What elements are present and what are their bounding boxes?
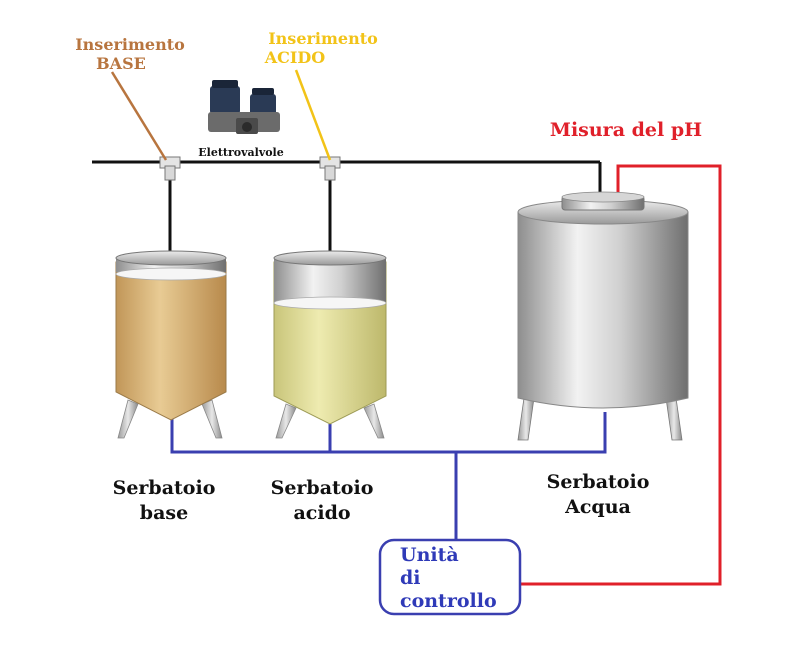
acid-tank bbox=[273, 250, 387, 439]
acid-insert-label-line2: ACIDO bbox=[264, 48, 326, 67]
base-insert-arrow bbox=[110, 71, 168, 161]
water-tank bbox=[517, 191, 689, 441]
ph-measure-wire bbox=[520, 164, 722, 586]
control-bus-wire bbox=[170, 412, 607, 454]
ph-measure-label: Misura del pH bbox=[550, 119, 702, 141]
control-unit-label-line2: di bbox=[400, 567, 421, 589]
control-unit-box bbox=[378, 538, 522, 616]
acid-insert-arrow bbox=[294, 69, 332, 161]
acid-insert-label-line1: Inserimento bbox=[268, 29, 378, 48]
tank-acid-label-line2: acido bbox=[293, 502, 350, 524]
base-insert-label-line1: Inserimento bbox=[75, 35, 185, 54]
solenoid-valve-icon bbox=[208, 80, 280, 134]
base-insert-label-line2: BASE bbox=[96, 54, 146, 73]
control-unit-label-line3: controllo bbox=[400, 590, 497, 612]
acid-t-fitting bbox=[319, 156, 341, 181]
valves-label: Elettrovalvole bbox=[198, 146, 283, 159]
tank-base-label-line1: Serbatoio bbox=[113, 477, 216, 499]
control-unit-label-line1: Unità bbox=[400, 544, 459, 566]
tank-acid-label-line1: Serbatoio bbox=[271, 477, 374, 499]
tank-water-label-line1: Serbatoio bbox=[547, 471, 650, 493]
base-tank bbox=[115, 250, 227, 439]
base-t-fitting bbox=[159, 156, 181, 181]
tank-base-label-line2: base bbox=[140, 502, 188, 524]
tank-water-label-line2: Acqua bbox=[564, 496, 631, 518]
